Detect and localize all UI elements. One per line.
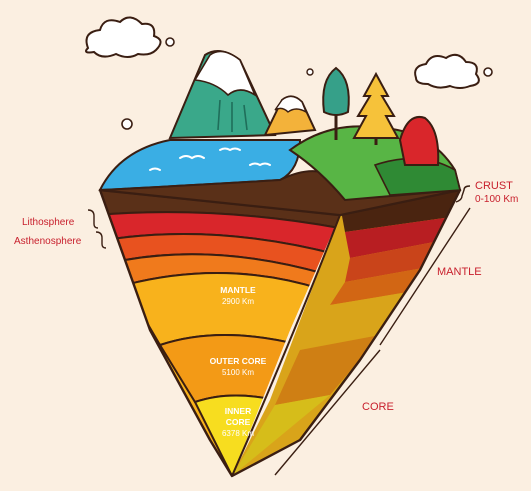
outer-core-title: OUTER CORE [210,356,267,366]
core-bracket [274,349,381,476]
inner-core-title-line2: CORE [226,417,251,427]
mantle-layer-depth: 2900 Km [222,297,254,306]
cone-edge [231,214,341,477]
wave-lines [149,147,271,171]
inner-core-title-line1: INNER [225,406,251,416]
asthenosphere-bracket [95,231,107,249]
cloud-icon [85,16,162,58]
mantle-bracket [379,207,471,346]
mountain-icon [263,95,317,137]
mantle-side-label: MANTLE [437,266,482,278]
cloud-dot [306,68,314,76]
cloud-dot [483,67,493,77]
asthenosphere-label: Asthenosphere [14,236,82,247]
crust-depth-label: 0-100 Km [475,194,518,205]
mountain-icon [168,50,277,140]
crust-label: CRUST [475,180,513,192]
crust-bracket [455,185,471,203]
tree-icon [352,71,400,145]
outer-core-depth: 5100 Km [222,368,254,377]
lithosphere-label: Lithosphere [22,217,75,228]
inner-core-depth: 6378 Km [222,429,254,438]
tree-icon [322,66,350,140]
tree-icon [398,116,440,166]
core-side-label: CORE [362,401,394,413]
cloud-dot [121,118,133,130]
cloud-dot [165,37,175,47]
mantle-layer-title: MANTLE [220,285,256,295]
lithosphere-bracket [87,209,99,229]
cloud-icon [414,53,480,89]
